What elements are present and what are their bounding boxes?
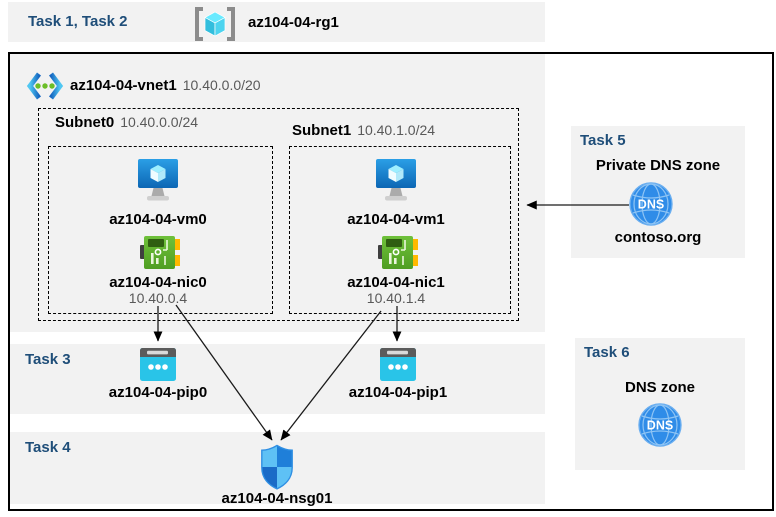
nsg-name: az104-04-nsg01 [221,490,333,507]
subnet0-box [48,146,273,314]
nic1-icon [378,234,418,271]
nic1-name: az104-04-nic1 [347,274,445,291]
subnet0-cidr: 10.40.0.0/24 [120,114,199,130]
vm0-name: az104-04-vm0 [109,211,207,228]
task6-label: Task 6 [584,344,630,361]
subnet1-title: Subnet1 10.40.1.0/24 [292,122,435,139]
vm1-name: az104-04-vm1 [347,211,445,228]
task5-label: Task 5 [580,132,626,149]
vnet-title: az104-04-vnet1 10.40.0.0/20 [70,77,261,94]
pip0-icon [140,348,176,381]
nic1-ip: 10.40.1.4 [366,290,426,306]
subnet1-box [289,146,511,314]
private-dns-icon: DNS [629,182,673,226]
pip0-name: az104-04-pip0 [108,384,208,401]
subnet1-cidr: 10.40.1.0/24 [357,122,436,138]
nic0-ip: 10.40.0.4 [128,290,188,306]
task3-band [10,344,545,414]
resource-group-band: Task 1, Task 2 az104-04-rg1 [8,2,545,42]
subnet0-name: Subnet0 [55,114,115,131]
private-dns-icon-text: DNS [638,198,664,212]
vnet-cidr: 10.40.0.0/20 [182,77,261,93]
subnets-container [38,108,519,321]
vnet-region [10,54,545,332]
private-dns-zone-title: Private DNS zone [595,157,721,174]
pip1-name: az104-04-pip1 [348,384,448,401]
vm0-icon [136,157,180,204]
dns-zone-icon-text: DNS [647,419,673,433]
task-1-2-label: Task 1, Task 2 [28,13,128,30]
subnet1-name: Subnet1 [292,122,352,139]
dns-zone-title: DNS zone [624,379,695,396]
private-dns-zone-name: contoso.org [614,229,702,246]
vm1-icon [374,157,418,204]
task3-label: Task 3 [25,351,71,368]
resource-group-icon [192,6,238,42]
virtual-network-icon [26,70,64,102]
subnet0-title: Subnet0 10.40.0.0/24 [55,114,198,131]
dns-zone-icon: DNS [638,403,682,447]
nic0-name: az104-04-nic0 [109,274,207,291]
nsg-shield-icon [260,444,294,490]
task4-label: Task 4 [25,439,71,456]
nic0-icon [140,234,180,271]
resource-group-name: az104-04-rg1 [248,14,339,31]
vnet-name: az104-04-vnet1 [70,77,177,94]
pip1-icon [380,348,416,381]
